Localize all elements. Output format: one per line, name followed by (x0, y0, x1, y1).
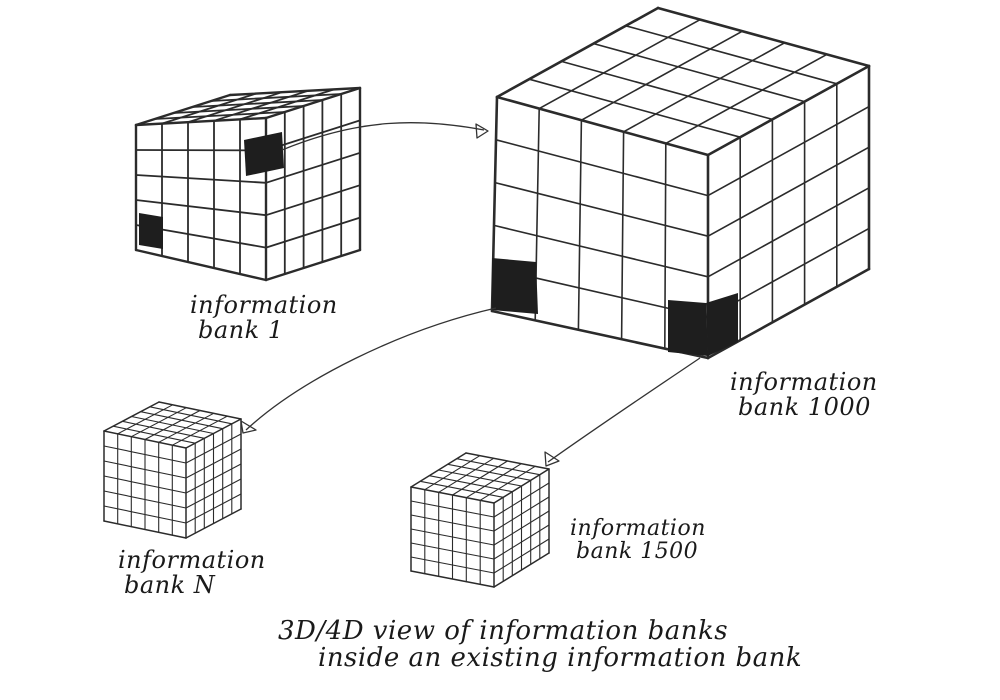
arrow-head (475, 123, 489, 139)
grid-line (664, 53, 828, 145)
label-information-bank-1000: information bank 1000 (730, 368, 878, 422)
arrow-head (240, 420, 257, 434)
arrow-bank1-to-bank1000 (281, 121, 485, 151)
grid-line (707, 105, 870, 197)
grid-line (624, 24, 838, 85)
grid-line (580, 30, 744, 121)
grid-line (493, 224, 709, 278)
highlighted-cell (244, 132, 284, 176)
cube-information-bank-1500 (410, 452, 550, 588)
cube-edge (264, 86, 362, 120)
grid-line (265, 216, 361, 249)
highlighted-cell (706, 293, 738, 356)
grid-line (663, 142, 667, 350)
label-line: information (190, 291, 338, 319)
grid-line (153, 111, 286, 120)
grid-line (707, 146, 870, 237)
grid-line (538, 18, 702, 110)
grid-line (495, 139, 709, 197)
cube-edge (410, 452, 467, 488)
grid-line (707, 187, 870, 278)
grid-line (140, 411, 224, 430)
grid-line (149, 406, 233, 425)
caption-line: inside an existing information bank (318, 643, 803, 674)
arrows-layer (240, 121, 701, 467)
cube-edge (134, 248, 268, 282)
grid-line (456, 458, 541, 476)
cube-edge (656, 6, 871, 68)
cube-edge (185, 418, 242, 449)
cube-edge (103, 401, 160, 432)
grid-line (172, 105, 305, 114)
highlighted-cell (668, 300, 708, 356)
arrow-bank1000-to-bankN (245, 307, 497, 431)
caption-line: 3D/4D view of information banks (278, 616, 729, 646)
cube-edge (465, 452, 550, 470)
highlighted-cells (139, 132, 738, 356)
label-line: information (118, 546, 266, 574)
cube-edge (228, 86, 362, 97)
grid-line (620, 131, 625, 341)
cube-edge (103, 430, 187, 449)
grid-line (622, 41, 786, 133)
grid-line (560, 60, 774, 121)
grid-line (592, 42, 806, 103)
label-line: bank 1500 (576, 539, 699, 565)
cube-edge (410, 486, 495, 504)
cube-edge (185, 508, 242, 539)
grid-line (493, 538, 550, 574)
grid-line (447, 463, 532, 481)
label-line: bank 1 (198, 316, 284, 345)
highlighted-cell (492, 258, 538, 314)
cube-information-bank-n (103, 401, 242, 539)
cube-edge (410, 570, 495, 588)
grid-line (437, 469, 523, 487)
cube-edge (134, 93, 232, 127)
label-line: information (570, 516, 706, 541)
cube-edge (264, 248, 362, 282)
arrow-head (544, 451, 560, 467)
cube-edge (158, 401, 242, 420)
arrow-bank1000-to-bank1500 (547, 357, 701, 463)
grid-line (265, 184, 361, 217)
label-information-bank-1: information bank 1 (190, 291, 338, 345)
cube-edge (495, 95, 710, 157)
cube-edge (706, 64, 871, 157)
label-line: information (730, 368, 878, 396)
diagram-caption: 3D/4D view of information banks inside a… (278, 616, 803, 674)
label-line: bank N (124, 571, 216, 600)
label-information-bank-n: information bank N (118, 546, 266, 600)
highlighted-cell (139, 213, 163, 249)
grid-line (577, 119, 583, 331)
label-line: bank 1000 (738, 393, 871, 422)
grid-line (135, 174, 267, 184)
grid-line (191, 99, 324, 108)
grid-line (210, 93, 343, 102)
label-information-bank-1500: information bank 1500 (570, 517, 706, 563)
grid-line (410, 556, 495, 574)
cube-information-bank-1 (134, 86, 362, 282)
grid-line (103, 505, 187, 524)
grid-line (130, 415, 215, 435)
grid-line (185, 493, 242, 524)
grid-line (135, 199, 267, 217)
cube-edge (103, 520, 187, 539)
cube-edge (493, 468, 550, 504)
grid-line (265, 151, 361, 184)
cube-edge (495, 6, 660, 99)
grid-line (494, 181, 709, 237)
cube-edge (134, 116, 268, 127)
grid-line (528, 78, 742, 138)
cube-edge (493, 552, 550, 588)
grid-line (465, 463, 522, 499)
